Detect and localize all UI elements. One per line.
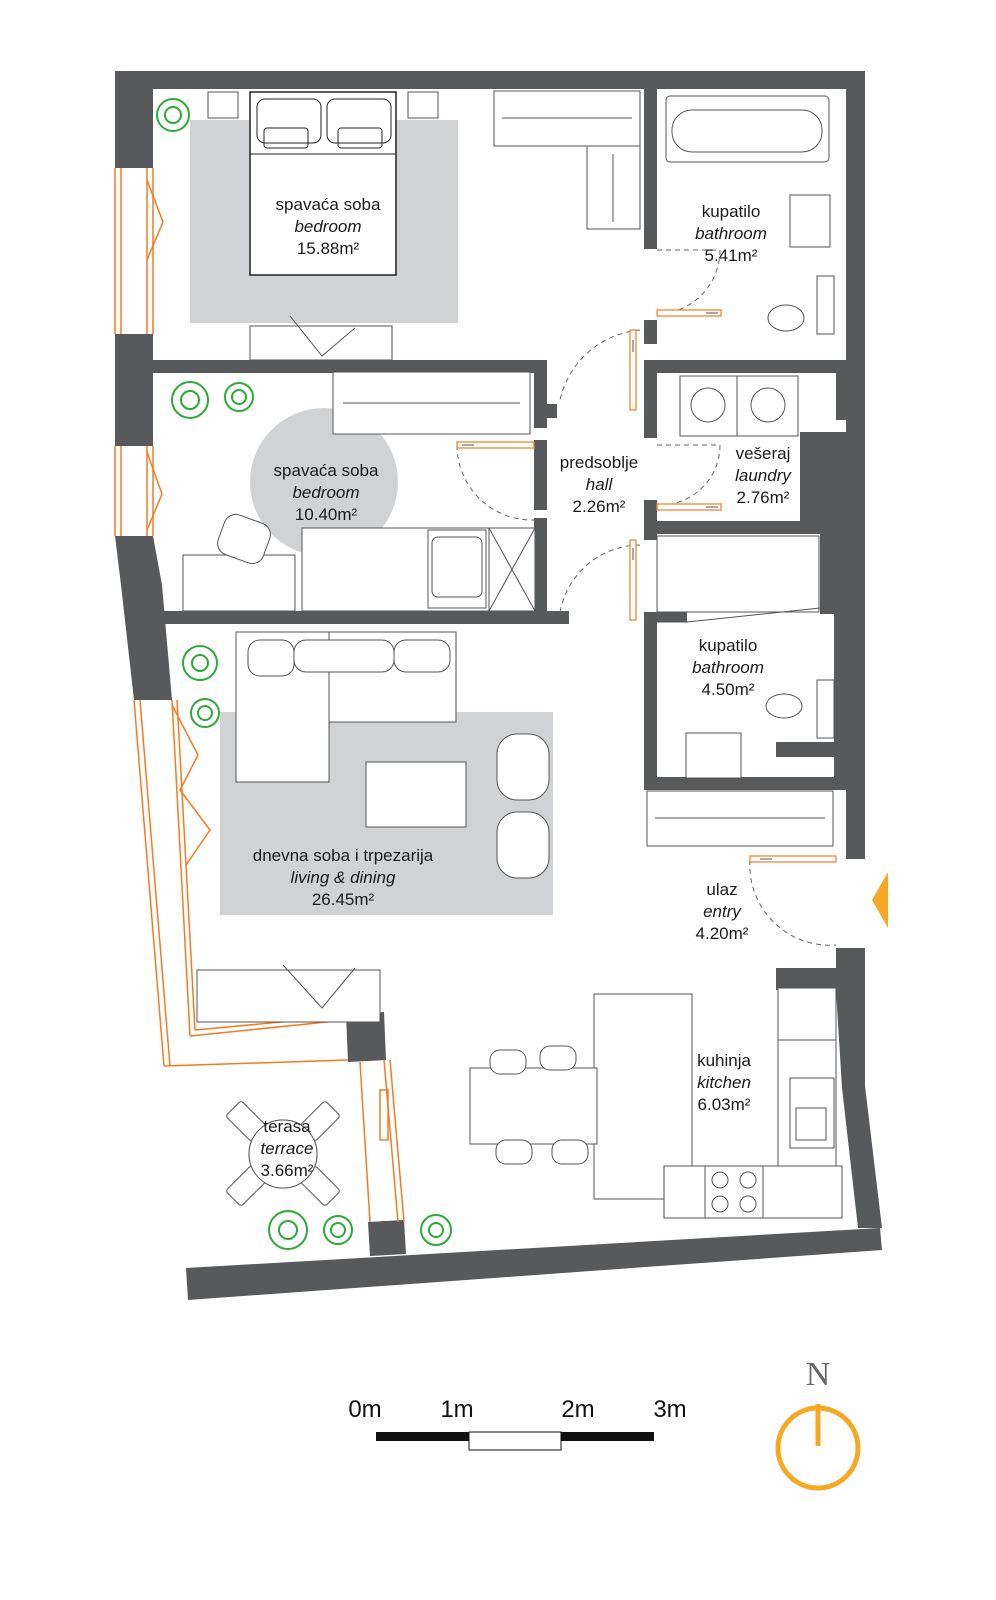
- room-name: kuhinja: [697, 1051, 751, 1070]
- terrace-label: terasa terrace 3.66m²: [261, 1117, 314, 1180]
- room-name-en: laundry: [735, 466, 792, 485]
- door-handles: [462, 312, 772, 860]
- room-area: 3.66m²: [261, 1161, 314, 1180]
- scale-label-3: 3m: [653, 1396, 686, 1423]
- scale-label-2: 2m: [561, 1396, 594, 1423]
- plant-icon: [171, 381, 209, 419]
- room-name: terasa: [263, 1117, 311, 1136]
- scale-bar: 0m 1m 2m 3m: [348, 1396, 687, 1451]
- scale-label-1: 1m: [440, 1396, 473, 1423]
- room-area: 2.76m²: [737, 488, 790, 507]
- plant-icon: [268, 1210, 308, 1250]
- scale-label-0: 0m: [348, 1396, 381, 1423]
- room-name-en: entry: [703, 902, 742, 921]
- plants: [156, 98, 452, 1250]
- room-name: kupatilo: [699, 636, 758, 655]
- entry-label: ulaz entry 4.20m²: [696, 880, 749, 943]
- room-name-en: bathroom: [695, 224, 767, 243]
- room-name: kupatilo: [702, 202, 761, 221]
- room-name-en: hall: [586, 475, 614, 494]
- entry-arrow-icon: [872, 872, 888, 928]
- room-area: 15.88m²: [297, 239, 360, 258]
- room-name: dnevna soba i trpezarija: [253, 846, 434, 865]
- north-arrow: N: [775, 1356, 861, 1491]
- closet-rails: [343, 117, 632, 404]
- room-name-en: bathroom: [692, 658, 764, 677]
- room-name: vešeraj: [736, 444, 791, 463]
- outer-walls: [115, 71, 882, 1300]
- bathroom2-label: kupatilo bathroom 4.50m²: [692, 636, 764, 699]
- bedroom2-round-rug: [250, 408, 398, 556]
- room-area: 4.20m²: [696, 924, 749, 943]
- plant-icon: [323, 1215, 353, 1245]
- room-area: 5.41m²: [705, 246, 758, 265]
- kitchen-label: kuhinja kitchen 6.03m²: [697, 1051, 751, 1114]
- plant-icon: [156, 98, 190, 132]
- north-label: N: [806, 1356, 831, 1393]
- plant-icon: [182, 645, 218, 681]
- room-name: predsoblje: [560, 453, 638, 472]
- room-name: spavaća soba: [274, 461, 379, 480]
- room-name: spavaća soba: [276, 195, 381, 214]
- room-area: 26.45m²: [312, 890, 375, 909]
- room-labels: spavaća soba bedroom 15.88m² kupatilo ba…: [253, 195, 793, 1180]
- hall-label: predsoblje hall 2.26m²: [560, 453, 638, 516]
- bedroom2-label: spavaća soba bedroom 10.40m²: [274, 461, 379, 524]
- room-name-en: terrace: [261, 1139, 314, 1158]
- room-name-en: bedroom: [294, 217, 361, 236]
- room-area: 6.03m²: [698, 1095, 751, 1114]
- windows: [114, 168, 405, 1223]
- living-label: dnevna soba i trpezarija living & dining…: [253, 846, 434, 909]
- room-area: 4.50m²: [702, 680, 755, 699]
- plant-icon: [224, 382, 254, 412]
- furniture: [182, 90, 843, 1219]
- room-area: 2.26m²: [573, 497, 626, 516]
- door-leaves: [456, 309, 837, 863]
- laundry-label: vešeraj laundry 2.76m²: [735, 444, 792, 507]
- interior-walls: [153, 89, 846, 790]
- room-name: ulaz: [706, 880, 737, 899]
- bathroom1-label: kupatilo bathroom 5.41m²: [695, 202, 767, 265]
- doors: [456, 249, 837, 946]
- plant-icon: [420, 1214, 452, 1246]
- room-name-en: kitchen: [697, 1073, 751, 1092]
- bedroom1-label: spavaća soba bedroom 15.88m²: [276, 195, 381, 258]
- plant-icon: [190, 698, 220, 728]
- room-name-en: living & dining: [291, 868, 396, 887]
- room-name-en: bedroom: [292, 483, 359, 502]
- room-area: 10.40m²: [295, 505, 358, 524]
